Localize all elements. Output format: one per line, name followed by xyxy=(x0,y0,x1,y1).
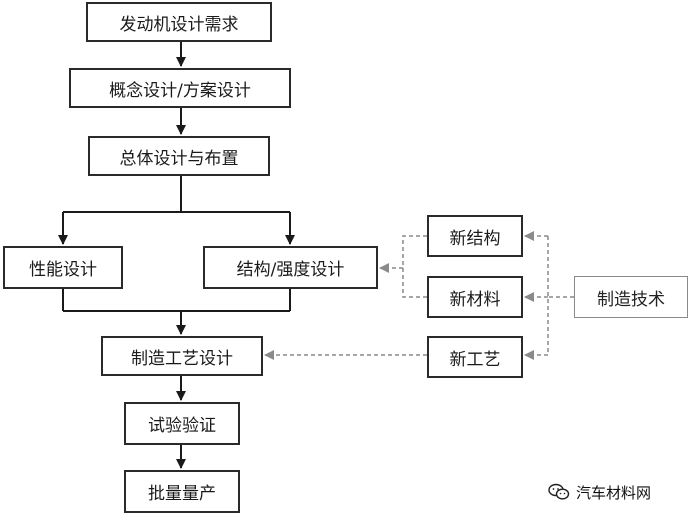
node-new-process: 新工艺 xyxy=(427,336,523,378)
dashed-new-material-link xyxy=(402,268,427,298)
dashed-new-structure-link xyxy=(402,235,427,268)
node-manufacturing-process-design: 制造工艺设计 xyxy=(101,336,263,376)
node-mass-production: 批量量产 xyxy=(124,470,240,513)
wechat-icon xyxy=(548,483,570,501)
node-performance-design: 性能设计 xyxy=(3,246,123,289)
node-overall-design: 总体设计与布置 xyxy=(88,136,270,176)
node-structure-design: 结构/强度设计 xyxy=(203,246,378,289)
watermark: 汽车材料网 xyxy=(548,480,651,504)
node-new-structure: 新结构 xyxy=(427,215,523,257)
node-test-validation: 试验验证 xyxy=(124,402,240,445)
node-new-material: 新材料 xyxy=(427,276,523,318)
node-manufacturing-technology: 制造技术 xyxy=(574,276,688,318)
node-concept-design: 概念设计/方案设计 xyxy=(69,68,291,108)
node-engine-requirements: 发动机设计需求 xyxy=(86,2,272,42)
watermark-text: 汽车材料网 xyxy=(576,483,652,502)
